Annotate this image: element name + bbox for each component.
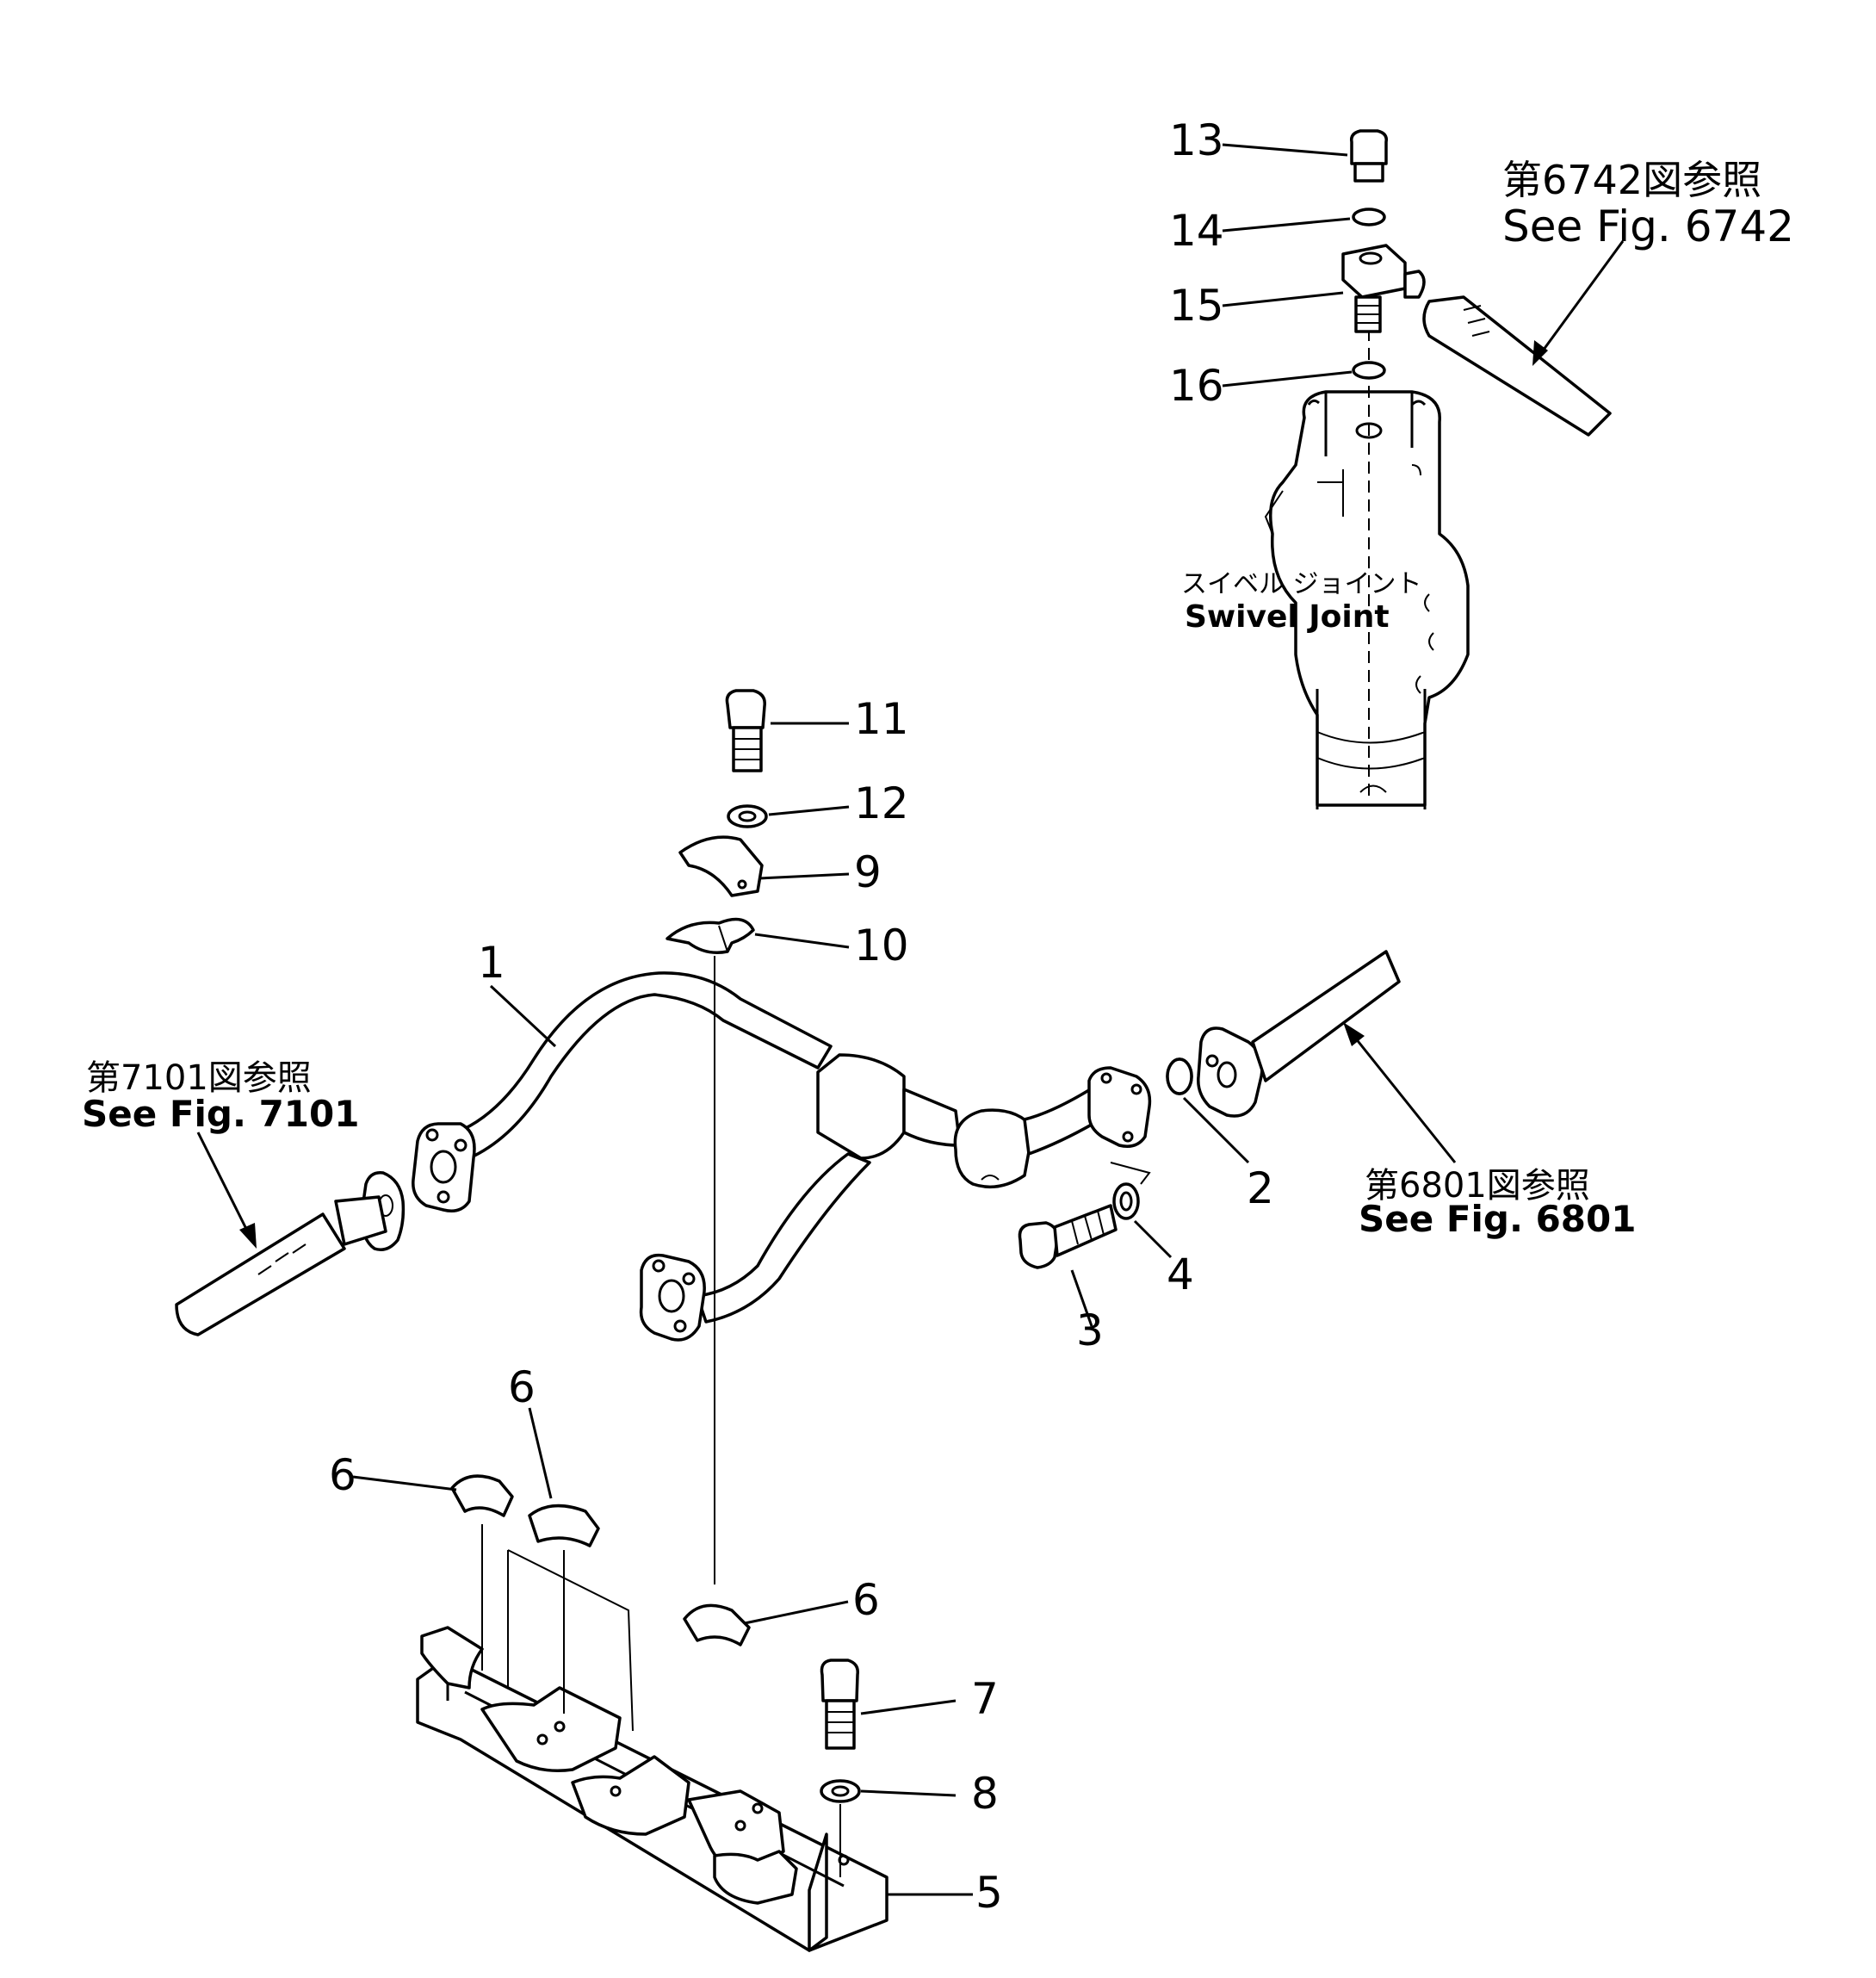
callout-7: 7	[971, 1674, 999, 1724]
bolt-washer-3-4	[1018, 1182, 1140, 1269]
callout-15: 15	[1169, 281, 1224, 331]
callout-13: 13	[1169, 115, 1224, 165]
bracket-assembly	[416, 1474, 888, 1952]
callout-1: 1	[478, 938, 505, 988]
ref-7101-jp: 第7101図参照	[86, 1058, 312, 1098]
callout-10: 10	[854, 921, 909, 970]
callout-8: 8	[971, 1769, 999, 1819]
swivel-fittings	[1341, 129, 1612, 437]
o-ring-2	[1166, 1057, 1193, 1095]
swivel-joint-label-jp: スイベル ジョイント	[1181, 569, 1422, 599]
ref-6801-en: See Fig. 6801	[1359, 1198, 1636, 1240]
callout-9: 9	[854, 847, 882, 897]
ref-6742-en: See Fig. 6742	[1502, 202, 1794, 251]
center-lines	[481, 956, 841, 1877]
callout-14: 14	[1169, 206, 1224, 256]
swivel-joint-drawing	[1264, 310, 1470, 809]
right-hose	[1166, 950, 1401, 1118]
callout-3: 3	[1076, 1305, 1104, 1355]
ref-6742-jp: 第6742図参照	[1502, 157, 1761, 203]
callout-6-right: 6	[852, 1575, 880, 1625]
reference-labels: 第6742図参照 See Fig. 6742 第7101図参照 See Fig.…	[82, 157, 1794, 1240]
callout-5: 5	[975, 1868, 1003, 1918]
callout-16: 16	[1169, 361, 1224, 411]
pipe-assembly	[412, 971, 1152, 1342]
callout-6-mid: 6	[508, 1362, 536, 1412]
callout-numbers: 13 14 15 16 11 12 9 10 1 2 3 4 5 6 6 6 7…	[329, 115, 1274, 1918]
callout-12: 12	[854, 778, 909, 828]
ref-6801-jp: 第6801図参照	[1365, 1166, 1590, 1206]
callout-2: 2	[1247, 1163, 1274, 1213]
callout-11: 11	[854, 694, 909, 744]
clamp-stack-top	[666, 689, 768, 954]
left-hose	[175, 1171, 406, 1336]
leader-lines	[196, 143, 1625, 1896]
callout-4: 4	[1167, 1249, 1194, 1299]
swivel-joint-label-en: Swivel Joint	[1185, 599, 1390, 635]
callout-6-left: 6	[329, 1450, 356, 1500]
ref-7101-en: See Fig. 7101	[82, 1093, 359, 1135]
